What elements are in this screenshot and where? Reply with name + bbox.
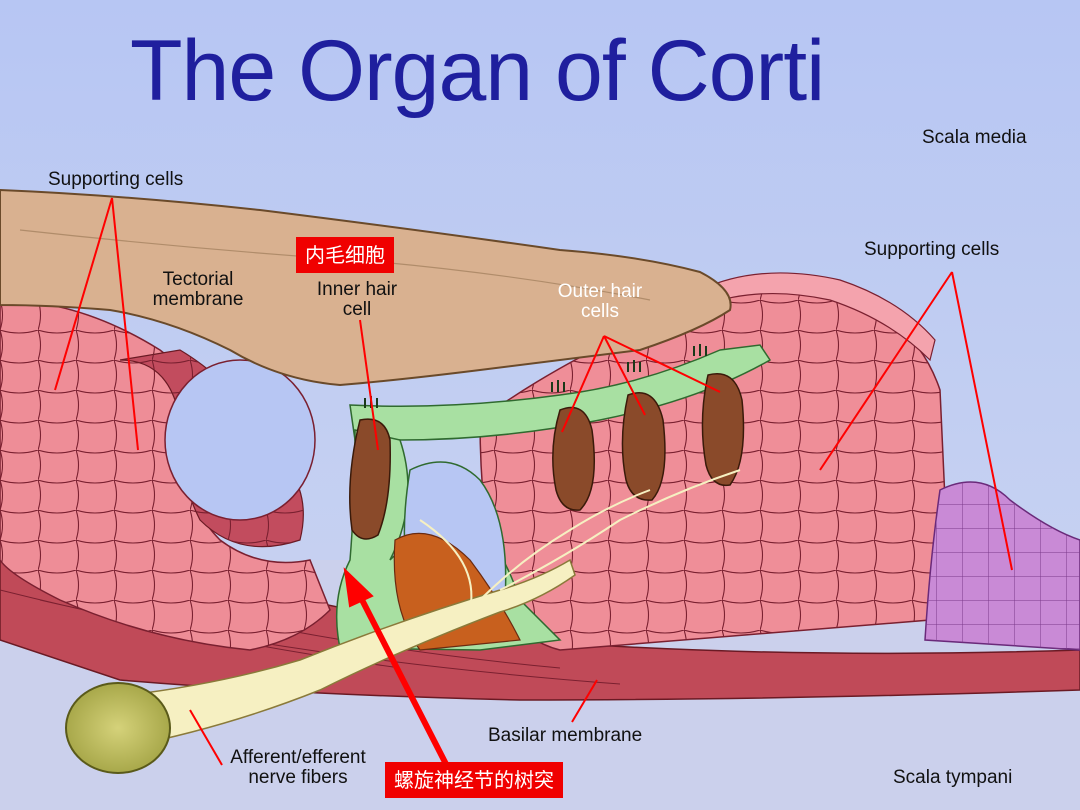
nerve-fiber-bundle <box>78 558 576 751</box>
inner-hair-cell-chinese-tag: 内毛细胞 <box>296 237 394 273</box>
tectorial-membrane <box>0 188 732 387</box>
page-title: The Organ of Corti <box>130 23 825 119</box>
outer-hair-cell-3 <box>701 373 745 487</box>
outer-hair-cells-label: Outer hair cells <box>557 281 643 322</box>
inner-hair-cell-label: Inner hair cell <box>316 279 398 320</box>
basilar-membrane-label: Basilar membrane <box>488 725 643 746</box>
nerve-fiber-end <box>65 682 171 774</box>
scala-tympani-label: Scala tympani <box>893 767 1013 788</box>
outer-hair-cell-1 <box>552 406 596 511</box>
pointer-lines <box>54 197 1013 766</box>
supporting-cells-left-label: Supporting cells <box>48 169 184 190</box>
supporting-cells-right-label: Supporting cells <box>864 239 1000 260</box>
scala-media-label: Scala media <box>922 127 1027 148</box>
nerve-fibers-label: Afferent/efferent nerve fibers <box>230 747 366 788</box>
tectorial-membrane-label: Tectorial membrane <box>152 269 244 310</box>
inner-hair-cell <box>349 418 391 540</box>
spiral-ganglion-dendrite-chinese-tag: 螺旋神经节的树突 <box>385 762 563 798</box>
dendrite-arrow <box>343 567 451 770</box>
outer-hair-cell-2 <box>621 392 666 501</box>
reticular-lamina <box>349 344 772 441</box>
